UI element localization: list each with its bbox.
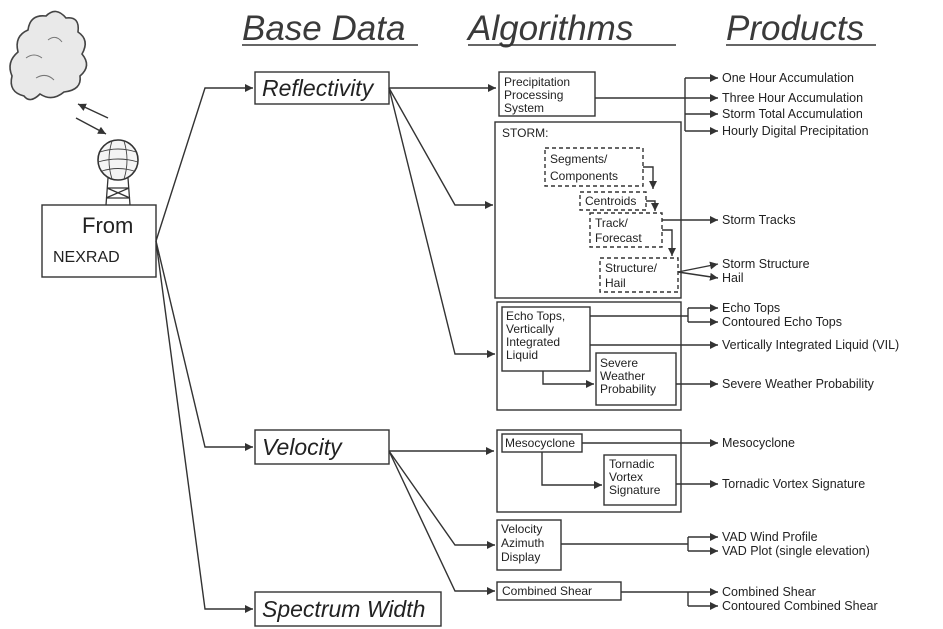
product-storm-total-accumulation: Storm Total Accumulation (722, 107, 863, 121)
header-products: Products (726, 9, 864, 48)
product-storm-structure: Storm Structure (722, 257, 810, 271)
structure-label-line2: Hail (605, 276, 626, 290)
segments-label-line2: Components (550, 169, 618, 183)
product-hail: Hail (722, 271, 744, 285)
spectrum-width-box (254, 591, 442, 627)
severe-label-line3: Probability (600, 382, 656, 396)
echo-tops-label-line3: Integrated (506, 335, 560, 349)
velocity-box (254, 429, 390, 465)
source-label-line1: From (82, 213, 133, 238)
arrow-source-to-velocity (155, 240, 253, 451)
reflectivity-label: Reflectivity (262, 75, 375, 101)
product-contoured-combined-shear: Contoured Combined Shear (722, 599, 878, 613)
structure-label-line1: Structure/ (605, 261, 658, 275)
mesocyclone-label: Mesocyclone (505, 436, 575, 450)
combined-shear-label: Combined Shear (502, 584, 592, 598)
structure-product-connectors (677, 261, 719, 281)
echo-tops-box (501, 306, 591, 372)
header-algorithms: Algorithms (466, 9, 633, 48)
arrow-mesocyclone-to-tvs (541, 452, 602, 489)
severe-label-line1: Severe (600, 356, 638, 370)
source-label-line2: NEXRAD (53, 249, 120, 266)
product-combined-shear: Combined Shear (722, 585, 816, 599)
precip-label-line3: System (504, 101, 544, 115)
spectrum-width-label: Spectrum Width (262, 596, 425, 622)
product-storm-tracks: Storm Tracks (722, 213, 796, 227)
beam-arrow-down (75, 117, 107, 135)
beam-arrow-up (77, 103, 109, 119)
echo-tops-product-connectors (590, 304, 718, 326)
cloud-icon (9, 10, 88, 101)
tvs-label-line3: Signature (609, 483, 661, 497)
tvs-label-line2: Vortex (609, 470, 643, 484)
vad-label-line2: Azimuth (501, 536, 544, 550)
combined-shear-product-connectors (621, 588, 718, 610)
product-mesocyclone: Mesocyclone (722, 436, 795, 450)
severe-weather-box (595, 352, 677, 406)
radar-dome-icon (97, 139, 139, 206)
precip-label-line1: Precipitation (504, 75, 570, 89)
precip-processing-box (498, 71, 596, 117)
segments-box (544, 147, 644, 187)
echo-tops-label-line2: Vertically (506, 322, 554, 336)
precip-label-line2: Processing (504, 88, 563, 102)
product-vad-plot: VAD Plot (single elevation) (722, 544, 870, 558)
product-contoured-echo-tops: Contoured Echo Tops (722, 315, 842, 329)
product-vil: Vertically Integrated Liquid (VIL) (722, 338, 899, 352)
header-base-data: Base Data (242, 9, 405, 48)
echo-tops-label-line1: Echo Tops, (506, 309, 565, 323)
vad-label-line1: Velocity (501, 522, 542, 536)
structure-box (599, 257, 679, 293)
tvs-box (603, 454, 677, 506)
product-echo-tops: Echo Tops (722, 301, 780, 315)
arrow-centroids-to-track (646, 200, 659, 211)
precip-product-connectors (595, 74, 718, 135)
centroids-label: Centroids (585, 194, 636, 208)
tvs-label-line1: Tornadic (609, 457, 654, 471)
severe-label-line2: Weather (600, 369, 645, 383)
product-tornadic-vortex-signature: Tornadic Vortex Signature (722, 477, 865, 491)
track-label-line2: Forecast (595, 231, 642, 245)
storm-title: STORM: (502, 126, 548, 140)
vad-box (496, 519, 562, 571)
vad-product-connectors (561, 533, 718, 555)
product-vad-wind-profile: VAD Wind Profile (722, 530, 818, 544)
product-three-hour-accumulation: Three Hour Accumulation (722, 91, 863, 105)
track-box (589, 212, 663, 248)
vad-label-line3: Display (501, 550, 540, 564)
mesocyclone-group-box (496, 429, 682, 513)
combined-shear-box (496, 581, 622, 601)
echo-tops-group-box (496, 301, 682, 411)
arrow-echo-tops-to-severe (542, 371, 594, 388)
storm-box (494, 121, 682, 299)
segments-label-line1: Segments/ (550, 152, 608, 166)
product-severe-weather-probability: Severe Weather Probability (722, 377, 875, 391)
arrow-source-to-spectrum-width (155, 240, 253, 613)
arrow-track-to-structure (662, 229, 676, 256)
arrow-segments-to-centroids (643, 166, 657, 189)
arrow-velocity-to-vad (388, 450, 495, 549)
arrow-reflectivity-to-storm (388, 87, 493, 209)
velocity-label: Velocity (262, 434, 343, 460)
echo-tops-label-line4: Liquid (506, 348, 538, 362)
track-label-line1: Track/ (595, 216, 629, 230)
product-hourly-digital-precipitation: Hourly Digital Precipitation (722, 124, 869, 138)
arrow-velocity-to-combined-shear (388, 450, 495, 595)
arrow-reflectivity-to-echo-tops (388, 87, 495, 358)
arrow-source-to-reflectivity (155, 84, 253, 242)
product-one-hour-accumulation: One Hour Accumulation (722, 71, 854, 85)
